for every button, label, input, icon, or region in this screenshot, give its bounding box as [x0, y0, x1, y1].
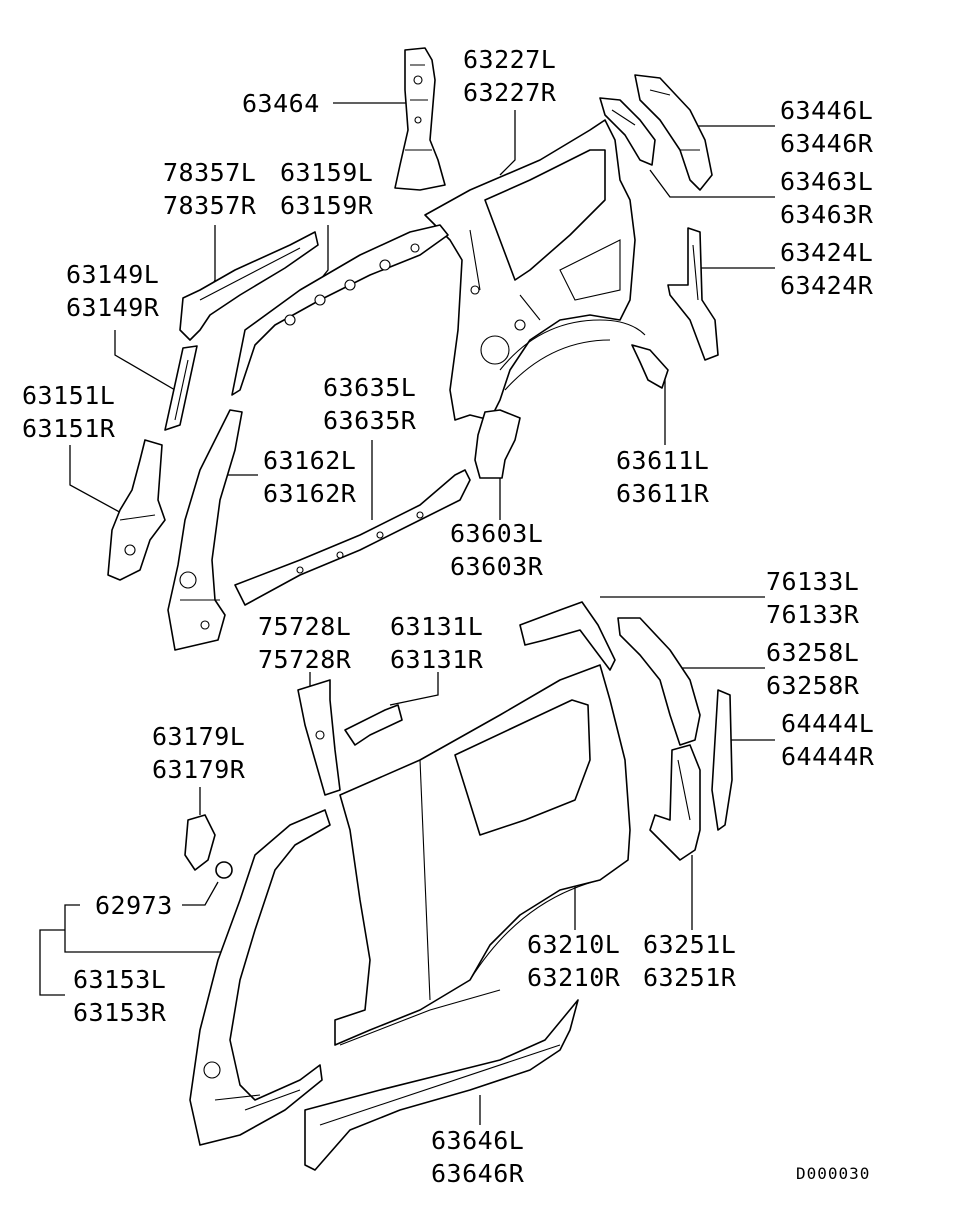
part-number-right: 64444R — [781, 742, 875, 771]
label-76133: 76133L 76133R — [766, 565, 859, 631]
part-63446-bracket — [634, 74, 713, 191]
part-number-right: 76133R — [766, 600, 860, 629]
part-number-right: 63611R — [616, 479, 710, 508]
part-number-right: 63603R — [450, 552, 544, 581]
part-63258-panel — [617, 617, 701, 746]
label-62973: 62973 — [95, 889, 173, 922]
part-63149-pillar-strip — [164, 345, 198, 431]
part-number-right: 63179R — [152, 755, 246, 784]
label-63159: 63159L 63159R — [280, 156, 373, 222]
part-63131-bracket — [344, 704, 403, 746]
part-78357-bracket — [179, 231, 319, 341]
part-number-right: 63463R — [780, 200, 874, 229]
label-63603: 63603L 63603R — [450, 517, 543, 583]
part-number-right: 63258R — [766, 671, 860, 700]
part-number-left: 63611L — [616, 446, 710, 475]
label-63463: 63463L 63463R — [780, 165, 873, 231]
part-number-left: 63258L — [766, 638, 860, 667]
part-number-right: 63149R — [66, 293, 160, 322]
part-number-right: 75728R — [258, 645, 352, 674]
part-number-left: 63251L — [643, 930, 737, 959]
label-63424: 63424L 63424R — [780, 236, 873, 302]
part-number-right: 63162R — [263, 479, 357, 508]
part-number-left: 63446L — [780, 96, 874, 125]
part-number-left: 63635L — [323, 373, 417, 402]
part-number-right: 63151R — [22, 414, 116, 443]
part-number-left: 63463L — [780, 167, 874, 196]
label-63251: 63251L 63251R — [643, 928, 736, 994]
part-number-left: 63151L — [22, 381, 116, 410]
label-63210: 63210L 63210R — [527, 928, 620, 994]
part-number-right: 63227R — [463, 78, 557, 107]
part-number-right: 63210R — [527, 963, 621, 992]
part-number-right: 63153R — [73, 998, 167, 1027]
part-number-left: 75728L — [258, 612, 352, 641]
part-64444-strip — [711, 689, 733, 831]
part-number-left: 78357L — [163, 158, 257, 187]
part-number-left: 63424L — [780, 238, 874, 267]
part-63424-bracket — [667, 227, 719, 361]
part-63603-wheelhouse — [474, 409, 521, 479]
part-63210-outer-panel — [334, 664, 631, 1046]
label-63464: 63464 — [242, 87, 320, 120]
part-63151-panel — [107, 439, 166, 581]
part-75728-pillar — [297, 679, 341, 796]
label-75728: 75728L 75728R — [258, 610, 351, 676]
part-63463-bracket — [599, 97, 656, 166]
label-63446: 63446L 63446R — [780, 94, 873, 160]
part-63611-bracket — [631, 344, 669, 389]
part-63179-bracket — [184, 814, 216, 871]
part-number-left: 76133L — [766, 567, 860, 596]
part-number-right: 63646R — [431, 1159, 525, 1188]
part-63464-pillar — [394, 47, 446, 191]
part-number-right: 78357R — [163, 191, 257, 220]
part-number-left: 63162L — [263, 446, 357, 475]
part-number-right: 63424R — [780, 271, 874, 300]
part-number-left: 63179L — [152, 722, 246, 751]
part-63635-rail — [234, 469, 471, 606]
part-number-left: 63603L — [450, 519, 544, 548]
diagram-code: D000030 — [796, 1164, 871, 1183]
label-63635: 63635L 63635R — [323, 371, 416, 437]
part-number-left: 64444L — [781, 709, 875, 738]
part-62973-grommet — [215, 861, 233, 879]
label-63227: 63227L 63227R — [463, 43, 556, 109]
part-63162-pillar — [167, 409, 243, 651]
label-78357: 78357L 78357R — [163, 156, 256, 222]
label-64444: 64444L 64444R — [781, 707, 874, 773]
part-number-right: 63131R — [390, 645, 484, 674]
label-63179: 63179L 63179R — [152, 720, 245, 786]
label-63611: 63611L 63611R — [616, 444, 709, 510]
part-63646-sill — [304, 999, 579, 1171]
part-63159-rail — [231, 224, 449, 396]
part-number-left: 63131L — [390, 612, 484, 641]
part-number-left: 63153L — [73, 965, 167, 994]
label-63151: 63151L 63151R — [22, 379, 115, 445]
part-number-right: 63446R — [780, 129, 874, 158]
label-63149: 63149L 63149R — [66, 258, 159, 324]
label-63646: 63646L 63646R — [431, 1124, 524, 1190]
part-number-right: 63635R — [323, 406, 417, 435]
part-76133-gutter — [519, 601, 616, 671]
part-63153-pillar — [189, 809, 331, 1146]
label-63258: 63258L 63258R — [766, 636, 859, 702]
part-number: 63464 — [242, 89, 320, 118]
label-63162: 63162L 63162R — [263, 444, 356, 510]
part-number-right: 63251R — [643, 963, 737, 992]
part-number-left: 63149L — [66, 260, 160, 289]
label-63131: 63131L 63131R — [390, 610, 483, 676]
part-63227-inner-panel — [424, 119, 646, 421]
label-63153: 63153L 63153R — [73, 963, 166, 1029]
part-number: 62973 — [95, 891, 173, 920]
part-63251-pillar — [649, 744, 701, 861]
part-number-left: 63159L — [280, 158, 374, 187]
part-number-left: 63210L — [527, 930, 621, 959]
part-number-left: 63227L — [463, 45, 557, 74]
part-number-left: 63646L — [431, 1126, 525, 1155]
part-number-right: 63159R — [280, 191, 374, 220]
